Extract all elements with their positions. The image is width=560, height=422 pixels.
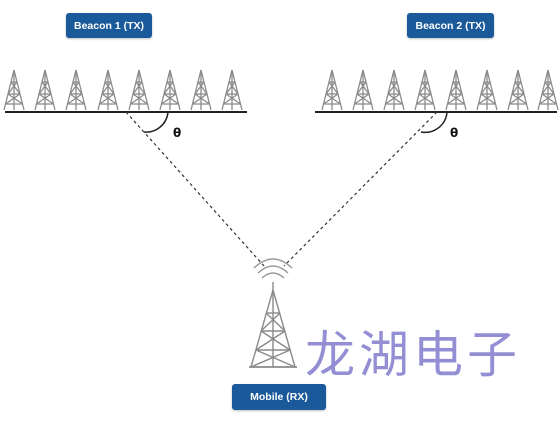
angle-label-1: θ: [173, 126, 182, 140]
tower-icon: [352, 69, 374, 111]
tower-icon: [414, 69, 436, 111]
watermark: 龙湖电子: [305, 326, 521, 384]
tower-icon: [65, 69, 87, 111]
beacon1-label: Beacon 1 (TX): [66, 13, 152, 38]
tower-icon: [190, 69, 212, 111]
tower-icon: [321, 69, 343, 111]
signal-waves-icon: [253, 258, 293, 279]
beacon2-label: Beacon 2 (TX): [407, 13, 494, 38]
mobile-label: Mobile (RX): [232, 384, 326, 410]
beacon1-antenna-array: [3, 69, 243, 111]
tower-icon: [507, 69, 529, 111]
tower-icon: [3, 69, 25, 111]
tower-icon: [537, 69, 559, 111]
tower-icon: [383, 69, 405, 111]
beacon2-ray: [283, 111, 438, 267]
tower-icon: [34, 69, 56, 111]
tower-icon: [445, 69, 467, 111]
angle-label-2: θ: [450, 126, 459, 140]
beacon1-ray: [125, 111, 265, 267]
angle-arc-2: [420, 111, 448, 134]
tower-icon: [97, 69, 119, 111]
angle-arc-1: [143, 111, 169, 133]
antenna-tower-icon: [249, 282, 297, 368]
beacon2-antenna-array: [321, 69, 559, 111]
tower-icon: [221, 69, 243, 111]
tower-icon: [128, 69, 150, 111]
tower-icon: [159, 69, 181, 111]
tower-icon: [476, 69, 498, 111]
